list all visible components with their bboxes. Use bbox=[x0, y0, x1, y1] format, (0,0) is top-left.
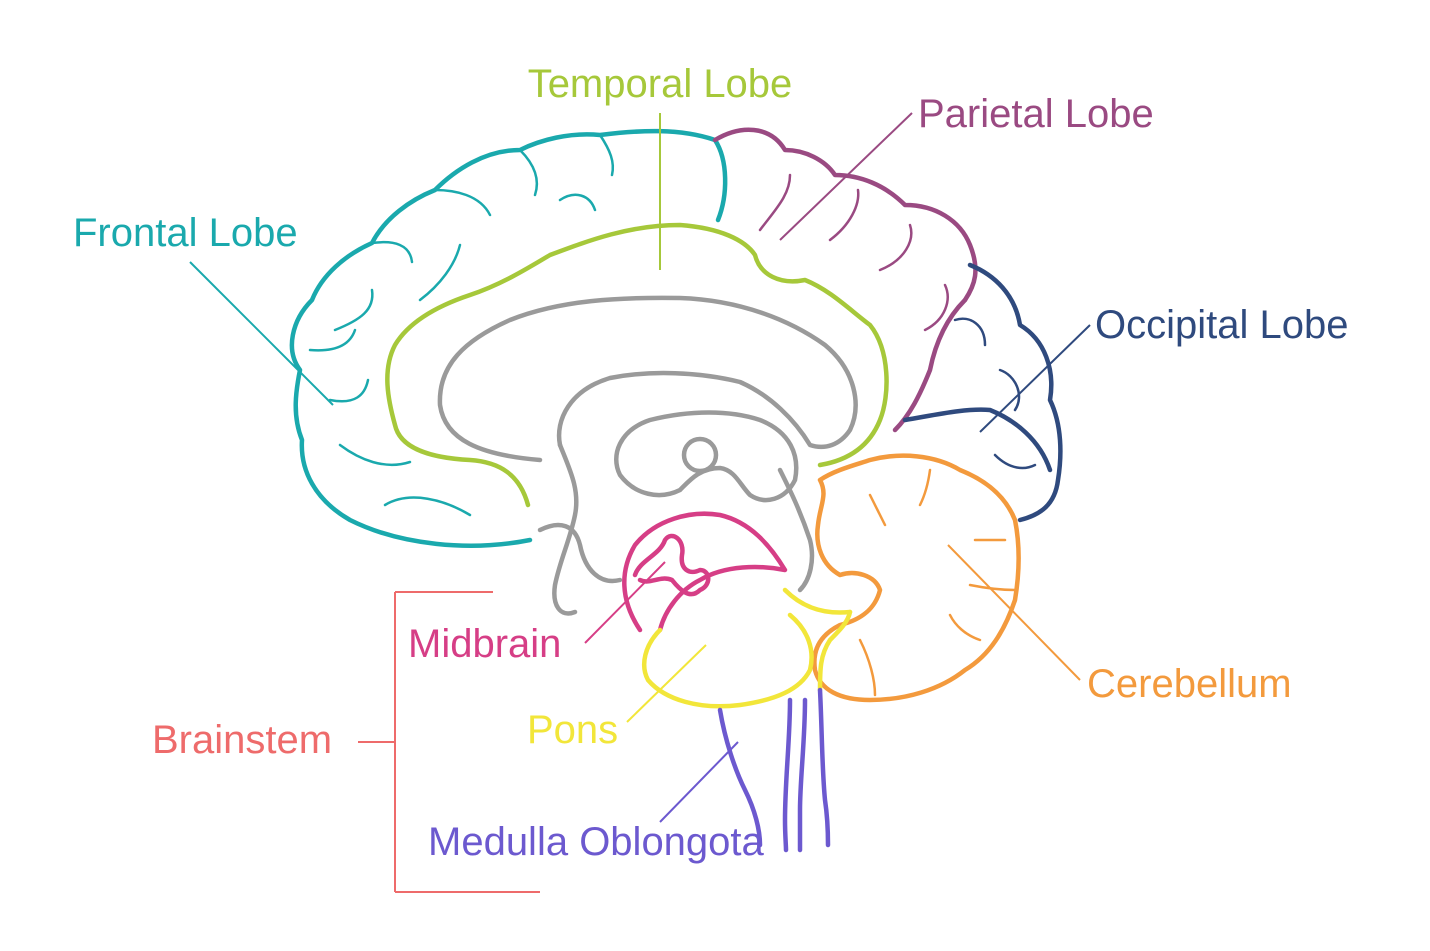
inner-structures bbox=[437, 295, 858, 616]
occipital-lobe-region bbox=[902, 262, 1063, 523]
temporal-lobe-label: Temporal Lobe bbox=[528, 62, 793, 106]
medulla-region bbox=[717, 687, 831, 853]
cerebellum-region bbox=[812, 453, 1021, 703]
frontal-leader-line bbox=[189, 261, 334, 406]
midbrain-region bbox=[622, 511, 788, 633]
medulla-oblongota-label: Medulla Oblongota bbox=[428, 820, 765, 864]
pons-leader-line bbox=[626, 644, 707, 723]
medulla-leader-line bbox=[659, 741, 739, 823]
pons-label: Pons bbox=[527, 708, 618, 752]
brainstem-bracket bbox=[358, 591, 540, 893]
parietal-lobe-label: Parietal Lobe bbox=[918, 92, 1154, 136]
parietal-lobe-region bbox=[712, 127, 978, 433]
cerebellum-leader-line bbox=[947, 544, 1081, 681]
occipital-leader-line bbox=[979, 324, 1091, 433]
occipital-lobe-label: Occipital Lobe bbox=[1095, 303, 1348, 347]
temporal-lobe-region bbox=[385, 113, 889, 508]
cerebellum-label: Cerebellum bbox=[1087, 662, 1292, 706]
brainstem-label: Brainstem bbox=[152, 718, 332, 762]
frontal-lobe-region bbox=[289, 128, 728, 548]
frontal-lobe-label: Frontal Lobe bbox=[73, 211, 298, 255]
midbrain-label: Midbrain bbox=[408, 622, 561, 666]
midbrain-leader-line bbox=[584, 561, 666, 644]
parietal-leader-line bbox=[779, 112, 913, 241]
pons-region bbox=[642, 587, 853, 709]
